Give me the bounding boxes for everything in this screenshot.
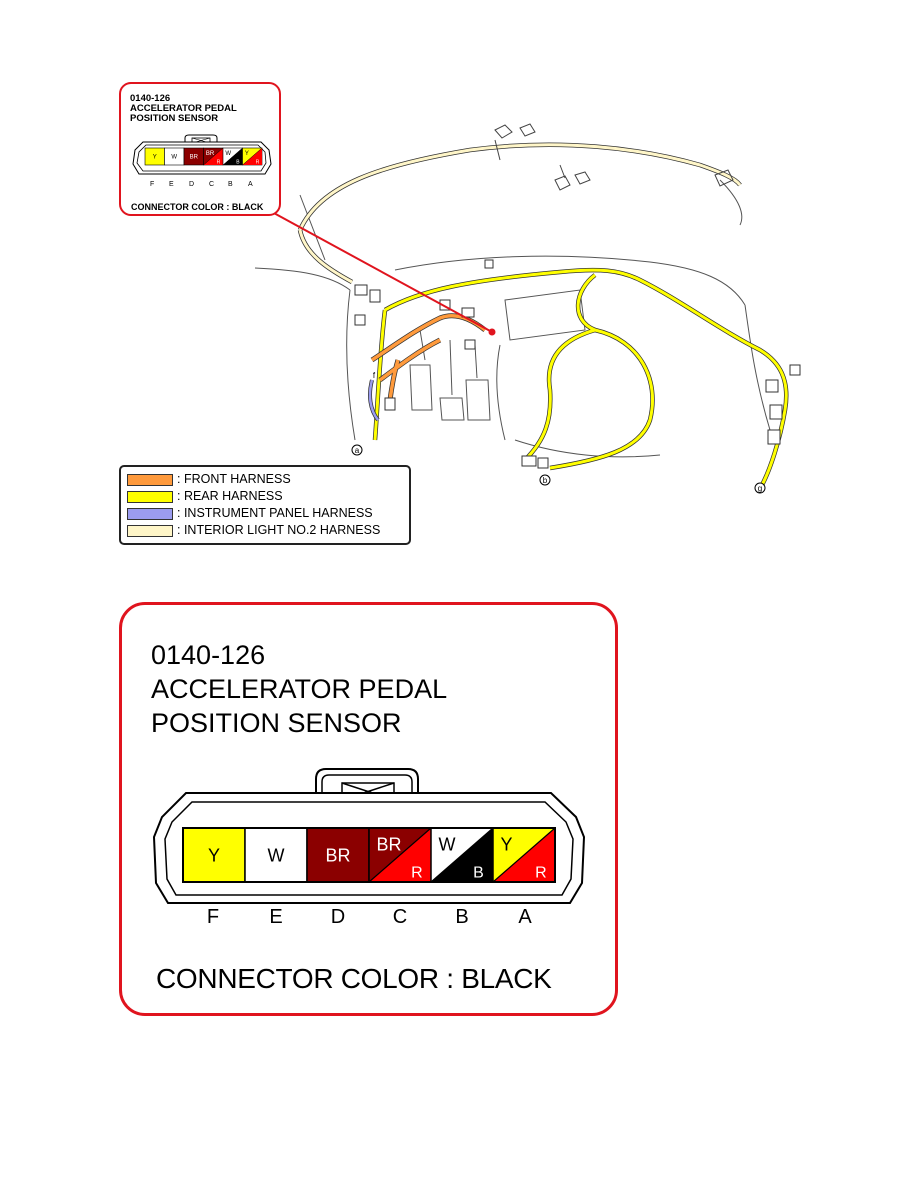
legend-swatch-rear <box>127 491 173 503</box>
inset-name-line2: POSITION SENSOR <box>130 113 219 124</box>
connector-color-label: CONNECTOR COLOR : BLACK <box>156 963 552 994</box>
main-pin-top-label: Y <box>500 835 512 855</box>
legend-label-instrument-panel: : INSTRUMENT PANEL HARNESS <box>177 506 373 520</box>
main-pin-top-label: W <box>438 835 455 855</box>
vehicle-body-outline <box>254 179 771 458</box>
pin-letter-a: A <box>518 906 532 928</box>
inset-pin-top-label: Y <box>245 151 249 157</box>
instrument-panel-harness <box>368 379 380 421</box>
main-pin-f: Y <box>182 827 246 883</box>
rear-harness <box>373 268 788 486</box>
inset-pin-c: BRR <box>203 147 224 166</box>
connector-name-line2: POSITION SENSOR <box>151 708 402 738</box>
legend-label-interior-light: : INTERIOR LIGHT NO.2 HARNESS <box>177 523 381 537</box>
connector-name-line1: ACCELERATOR PEDAL <box>151 674 448 704</box>
legend-label-front: : FRONT HARNESS <box>177 472 291 486</box>
front-harness-outline <box>370 313 487 401</box>
locator-line <box>271 211 493 333</box>
main-pin-fill <box>182 827 246 883</box>
main-pin-e: W <box>244 827 308 883</box>
legend-label-rear: : REAR HARNESS <box>177 489 283 503</box>
inset-code: 0140-126 <box>130 93 171 104</box>
main-pin-a: YR <box>492 827 556 883</box>
harness-location-drawing: a b g f <box>254 123 801 494</box>
pin-letter-e: E <box>269 906 283 928</box>
inset-pin-top-label: W <box>225 151 231 157</box>
main-pin-b: WB <box>430 827 494 883</box>
marker-a: a <box>355 446 360 455</box>
harness-connectors <box>354 259 801 469</box>
inset-pin-letter-e: E <box>169 181 174 188</box>
inset-pin-letter-c: C <box>209 181 215 188</box>
inset-pin-b: WB <box>222 147 243 166</box>
locator-dot <box>488 328 496 336</box>
inset-connector-callout: 0140-126 ACCELERATOR PEDAL POSITION SENS… <box>119 82 281 216</box>
inset-pin-label: BR <box>190 155 199 161</box>
interior-light-harness-outline <box>297 142 742 284</box>
inset-pin-letter-d: D <box>189 181 195 188</box>
roof-connectors <box>494 123 734 191</box>
inset-pin-a: YR <box>242 147 263 166</box>
inset-pin-label: W <box>171 155 177 161</box>
pin-letter-f: F <box>206 906 220 928</box>
marker-g: g <box>758 484 762 493</box>
pin-letter-c: C <box>392 906 408 928</box>
main-connector-callout: 0140-126 ACCELERATOR PEDAL POSITION SENS… <box>119 602 618 1016</box>
pin-letter-b: B <box>455 906 469 928</box>
legend-swatch-front <box>127 474 173 486</box>
inset-pin-e: W <box>164 147 185 166</box>
interior-light-harness <box>298 143 742 284</box>
inset-name-line1: ACCELERATOR PEDAL <box>130 103 237 114</box>
connector-code: 0140-126 <box>151 640 266 670</box>
main-pin-label: BR <box>325 845 350 865</box>
main-pin-d: BR <box>306 827 370 883</box>
inset-connector-color: CONNECTOR COLOR : BLACK <box>131 202 264 212</box>
main-pin-label: W <box>268 845 285 865</box>
inset-pin-bottom-label: B <box>236 160 240 166</box>
inset-pin-top-label: BR <box>206 151 215 157</box>
inset-pin-label: Y <box>153 155 157 161</box>
inset-pin-bottom-label: R <box>256 160 260 166</box>
marker-f: f <box>373 371 376 380</box>
legend-swatch-interior-light <box>127 525 173 537</box>
main-pin-bottom-label: B <box>473 865 484 882</box>
location-markers: a b g f <box>351 371 766 494</box>
inset-pin-bottom-label: R <box>217 160 221 166</box>
main-pin-c: BR R <box>368 827 432 883</box>
main-pin-top-label: BR <box>376 835 401 855</box>
harness-legend: : FRONT HARNESS : REAR HARNESS : INSTRUM… <box>119 465 411 545</box>
inset-pin-letter-f: F <box>150 181 155 188</box>
inset-pin-f: Y <box>144 147 165 166</box>
inset-pin-letter-b: B <box>228 181 233 188</box>
main-pin-bottom-label: R <box>411 865 423 882</box>
inset-pin-letter-a: A <box>248 181 253 188</box>
front-harness <box>371 313 487 401</box>
marker-b: b <box>543 476 548 485</box>
main-pin-bottom-label: R <box>535 865 547 882</box>
legend-swatch-instrument-panel <box>127 508 173 520</box>
inset-pin-d: BR <box>183 147 204 166</box>
pin-letter-d: D <box>330 906 346 928</box>
main-pin-label: Y <box>208 845 220 865</box>
